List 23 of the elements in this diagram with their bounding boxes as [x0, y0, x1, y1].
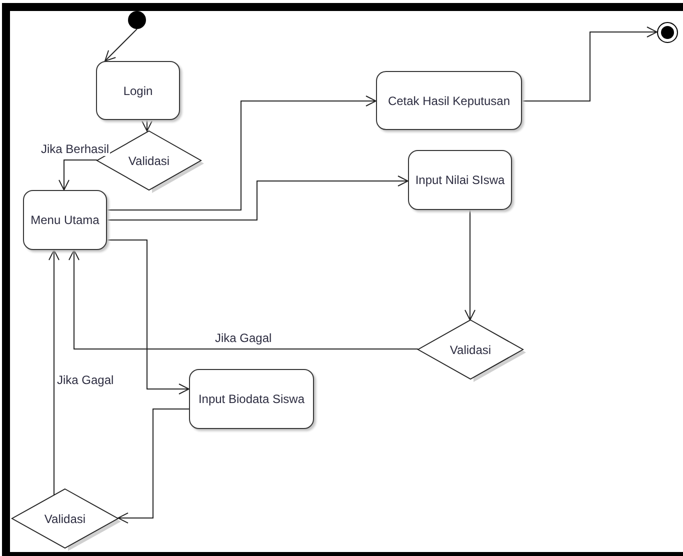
end-node: [657, 22, 678, 43]
arrow: [106, 240, 190, 394]
arrow: [464, 210, 476, 320]
activity-box: Cetak Hasil Keputusan: [376, 71, 522, 130]
arrow: [68, 250, 418, 350]
arrow: [522, 26, 658, 102]
activity-box: Input Nilai SIswa: [408, 150, 512, 210]
decision-diamond: Validasi: [418, 320, 523, 379]
edge-label: Jika Gagal: [56, 373, 115, 387]
arrow: [48, 250, 60, 496]
arrow: [106, 176, 408, 220]
start-node: [128, 11, 146, 29]
arrow: [58, 160, 98, 190]
decision-diamond: Validasi: [12, 489, 118, 548]
arrow: [104, 28, 138, 62]
arrow: [142, 120, 152, 132]
edge-label: Jika Berhasil: [40, 142, 110, 156]
activity-box: Menu Utama: [23, 190, 107, 250]
activity-box: Login: [96, 61, 180, 120]
edge-label: Jika Gagal: [214, 331, 273, 345]
arrow: [106, 96, 376, 210]
activity-box: Input Biodata Siswa: [189, 369, 314, 429]
arrow: [118, 408, 190, 524]
